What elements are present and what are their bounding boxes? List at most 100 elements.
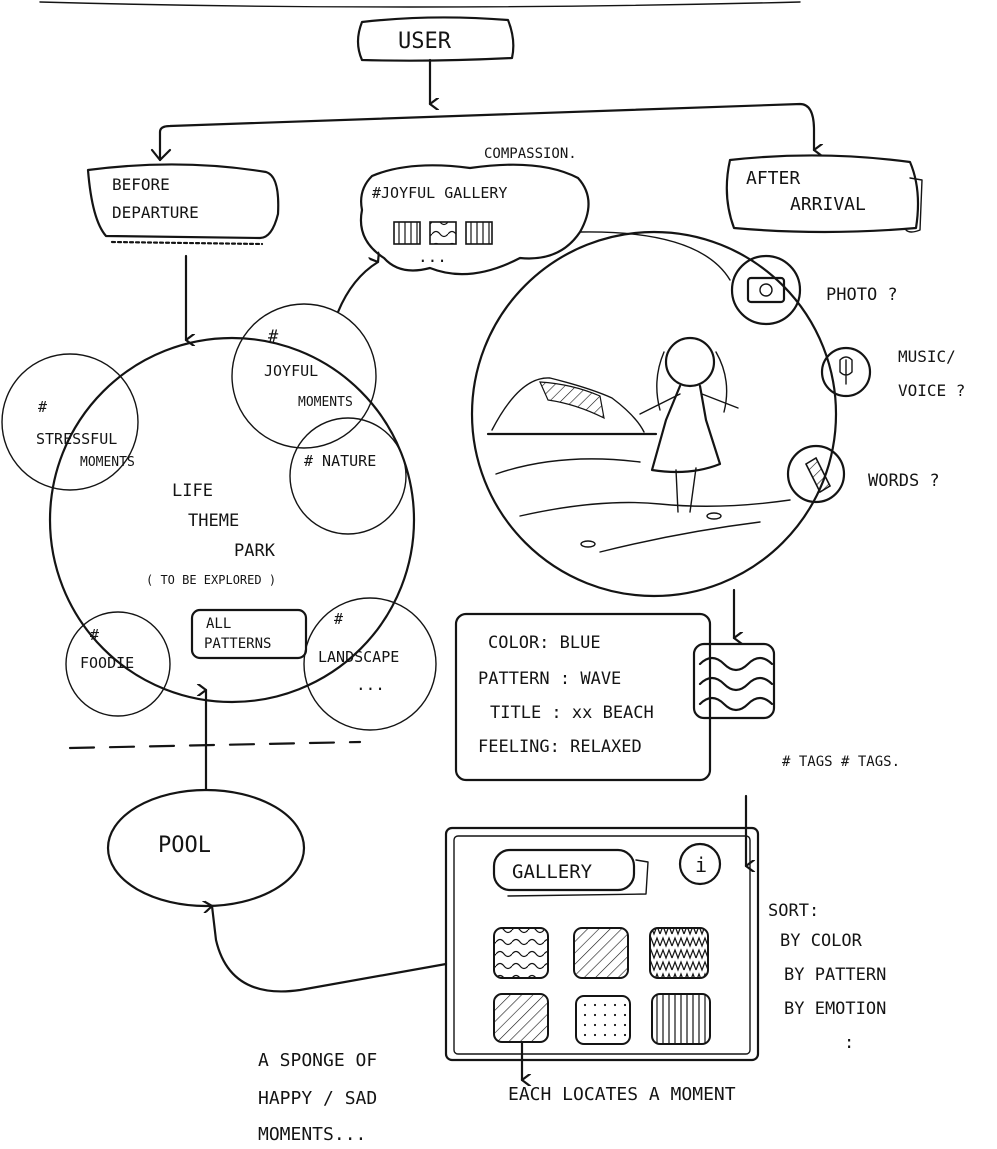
words-circle [786, 444, 846, 504]
landscape-label: LANDSCAPE [318, 648, 399, 666]
shore-line-2 [519, 499, 791, 517]
sort-more: : [844, 1033, 854, 1053]
landscape-more: ... [356, 675, 385, 694]
after-line-2: ARRIVAL [790, 194, 866, 215]
girl-hair [656, 351, 728, 413]
before-departure-node: BEFORE DEPARTURE [86, 163, 280, 246]
gallery-panel: GALLERY i [444, 826, 760, 1062]
mountain-shade [539, 381, 605, 420]
joyful-moments-bubble: # JOYFUL MOMENTS [231, 303, 377, 449]
sort-color[interactable]: BY COLOR [780, 931, 863, 951]
life-theme-park-circle: LIFE THEME PARK ( TO BE EXPLORED ) [48, 336, 416, 704]
gallery-button[interactable]: GALLERY [492, 848, 649, 897]
before-line-2: DEPARTURE [112, 203, 199, 222]
tile-stripes[interactable] [651, 993, 711, 1045]
page-top-arc [39, 1, 801, 8]
landscape-hash: # [334, 610, 343, 628]
music-line-2: VOICE ? [898, 381, 965, 400]
all-patterns-line-2: PATTERNS [204, 636, 271, 652]
tile-dots[interactable] [575, 995, 631, 1045]
moment-card: COLOR: BLUE PATTERN : WAVE TITLE : xx BE… [454, 612, 712, 782]
shore-line-3 [599, 521, 761, 553]
ltp-line-1: LIFE [172, 481, 213, 501]
pencil-icon [804, 456, 832, 494]
gallery-to-pool-arrow [212, 906, 448, 993]
joyful-hash: # [268, 327, 279, 347]
photo-circle [730, 254, 802, 326]
nature-label: # NATURE [304, 452, 376, 470]
before-line-1: BEFORE [112, 175, 170, 194]
mountain-shape [491, 377, 645, 433]
info-glyph: i [695, 853, 707, 877]
girl-arms [639, 393, 739, 415]
stressful-hash: # [38, 398, 47, 416]
ltp-note: ( TO BE EXPLORED ) [146, 573, 276, 587]
ltp-line-3: PARK [234, 541, 276, 561]
sponge-line-3: MOMENTS... [258, 1124, 366, 1145]
shell-2 [706, 512, 722, 520]
card-feeling: FEELING: RELAXED [478, 737, 642, 757]
tile-diagonal[interactable] [573, 927, 629, 979]
words-label: WORDS ? [868, 471, 940, 491]
sponge-note: A SPONGE OF HAPPY / SAD MOMENTS... [258, 1050, 377, 1145]
tile-wave[interactable] [493, 927, 549, 979]
stressful-line-2: MOMENTS [80, 455, 135, 470]
photo-option: PHOTO ? [730, 254, 898, 326]
pattern-thumb-2 [429, 221, 457, 245]
nature-bubble: # NATURE [289, 417, 407, 535]
stressful-line-1: STRESSFUL [36, 430, 117, 448]
gallery-title: GALLERY [512, 861, 593, 883]
words-option: WORDS ? [786, 444, 940, 504]
card-title: TITLE : xx BEACH [490, 703, 654, 723]
wave-tile [692, 642, 776, 720]
after-line-1: AFTER [746, 168, 800, 189]
music-option: MUSIC/ VOICE ? [820, 346, 965, 400]
foodie-label: FOODIE [80, 654, 134, 672]
tags-label: # TAGS # TAGS. [782, 754, 900, 770]
photo-label: PHOTO ? [826, 285, 898, 305]
sort-emotion[interactable]: BY EMOTION [784, 999, 886, 1019]
sponge-line-2: HAPPY / SAD [258, 1088, 377, 1109]
pool-node: POOL [106, 788, 306, 908]
compassion-label: COMPASSION. [484, 146, 577, 162]
after-arrival-node: AFTER ARRIVAL [725, 154, 923, 234]
ltp-line-2: THEME [188, 511, 239, 531]
pattern-thumb-3 [465, 221, 493, 245]
sort-title: SORT: [768, 901, 819, 921]
tile-zigzag[interactable] [649, 927, 709, 979]
sponge-line-1: A SPONGE OF [258, 1050, 377, 1071]
girl-head [664, 336, 716, 388]
music-circle [820, 346, 872, 398]
microphone-icon [839, 356, 853, 385]
gallery-to-circle-arrow [579, 231, 731, 281]
info-icon[interactable]: i [678, 842, 722, 886]
joyful-to-gallery-arrow [336, 262, 378, 314]
joyful-line-2: MOMENTS [298, 395, 353, 410]
joyful-gallery-more: ... [418, 247, 447, 266]
joyful-gallery-title: #JOYFUL GALLERY [372, 184, 507, 202]
all-patterns-box: ALL PATTERNS [190, 608, 308, 660]
sort-pattern[interactable]: BY PATTERN [784, 965, 886, 985]
dashed-divider [68, 740, 362, 750]
foodie-bubble: # FOODIE [65, 611, 171, 717]
sort-list: SORT: BY COLOR BY PATTERN BY EMOTION : [768, 901, 886, 1053]
foodie-hash: # [90, 626, 99, 644]
pool-label: POOL [158, 833, 211, 858]
joyful-line-1: JOYFUL [264, 362, 318, 380]
girl-dress [650, 384, 722, 474]
user-node: USER [356, 16, 515, 62]
before-arrow-head [150, 148, 172, 162]
pattern-thumb-1 [393, 221, 421, 245]
all-patterns-line-1: ALL [206, 616, 231, 632]
card-pattern: PATTERN : WAVE [478, 669, 621, 689]
user-label: USER [398, 29, 452, 54]
shell-1 [580, 540, 596, 548]
shore-line-1 [495, 458, 641, 475]
tile-hatch[interactable] [493, 993, 549, 1043]
branch-line [158, 102, 814, 162]
camera-icon [746, 276, 786, 304]
illustration-circle [470, 230, 838, 598]
landscape-bubble: # LANDSCAPE ... [303, 597, 437, 731]
music-line-1: MUSIC/ [898, 347, 956, 366]
